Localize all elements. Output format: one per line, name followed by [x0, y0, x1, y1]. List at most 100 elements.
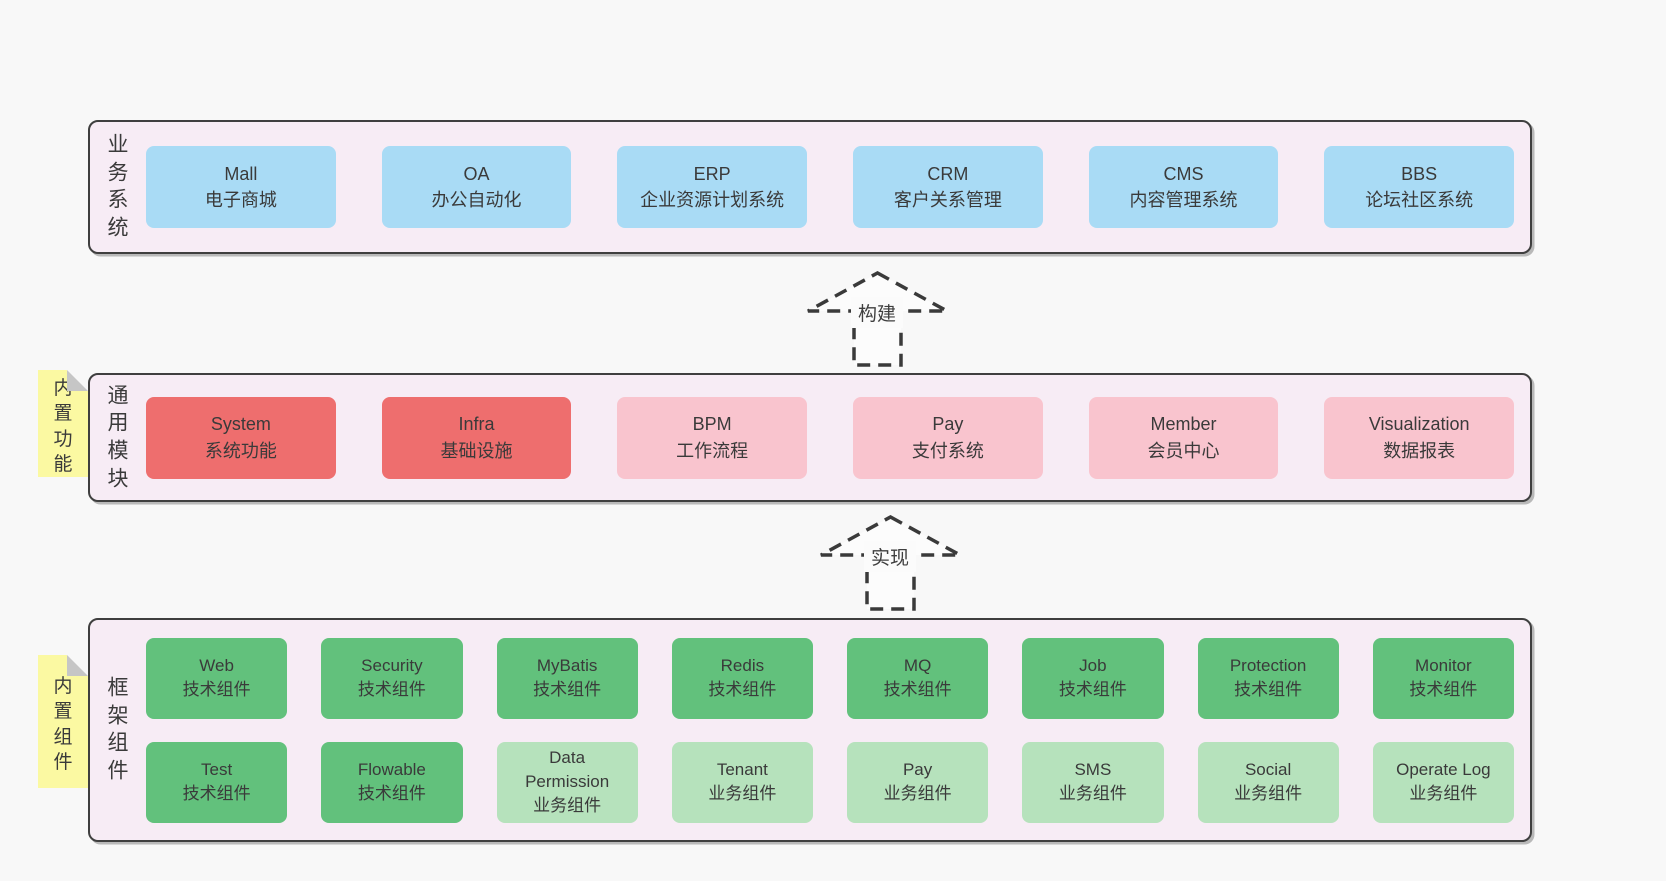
- module-desc: 支付系统: [911, 440, 984, 461]
- module-box-member: Member 会员中心: [1088, 396, 1279, 479]
- module-desc: 业务组件: [1234, 784, 1303, 803]
- module-name: MQ: [903, 656, 932, 676]
- module-name: Mall: [224, 163, 258, 184]
- module-box-mq: MQ 技术组件: [847, 637, 989, 719]
- module-box-protection: Protection 技术组件: [1197, 637, 1339, 719]
- module-desc: 会员中心: [1147, 440, 1220, 461]
- module-name: System: [210, 414, 271, 435]
- module-desc: 技术组件: [357, 784, 426, 803]
- module-desc: 工作流程: [676, 440, 749, 461]
- module-name: Visualization: [1368, 414, 1470, 435]
- module-box-sms: SMS 业务组件: [1022, 741, 1164, 823]
- module-box-redis: Redis 技术组件: [671, 637, 813, 719]
- arrow-implement-label: 实现: [864, 541, 916, 572]
- module-name: CMS: [1163, 163, 1204, 184]
- module-box-visualization: Visualization 数据报表: [1324, 396, 1515, 479]
- sticky-note-label: 内置组件: [53, 675, 73, 773]
- sticky-note-builtin-components: 内置组件: [38, 655, 88, 788]
- common-boxes-row: System 系统功能 Infra 基础设施 BPM 工作流程 Pay 支付系统 Member 会…: [146, 396, 1515, 479]
- module-name: MyBatis: [536, 656, 598, 676]
- module-box-test: Test 技术组件: [146, 741, 288, 823]
- module-box-tenant: Tenant 业务组件: [671, 741, 813, 823]
- module-name: Flowable: [357, 760, 426, 780]
- module-box-oa: OA 办公自动化: [381, 146, 572, 228]
- module-desc: 客户关系管理: [893, 190, 1002, 210]
- module-box-bbs: BBS 论坛社区系统: [1324, 146, 1515, 228]
- module-name: Pay: [902, 760, 933, 780]
- module-name: Web: [199, 656, 234, 676]
- module-name: BBS: [1401, 163, 1438, 184]
- module-desc: 办公自动化: [431, 190, 522, 210]
- module-box-social: Social 业务组件: [1197, 741, 1339, 823]
- module-desc: 电子商城: [204, 190, 277, 210]
- sticky-note-label: 内置功能: [53, 377, 73, 475]
- layer-label-framework: 框架组件: [107, 676, 129, 783]
- module-box-mall: Mall 电子商城: [146, 146, 336, 228]
- layer-common-modules: 通用模块 System 系统功能 Infra 基础设施 BPM 工作流程 Pay 支付系统 Me…: [88, 373, 1532, 502]
- module-desc: 数据报表: [1383, 440, 1456, 461]
- module-box-job: Job 技术组件: [1022, 637, 1164, 719]
- module-desc: 业务组件: [533, 795, 602, 815]
- module-name: Social: [1244, 760, 1292, 780]
- module-name: SMS: [1074, 760, 1112, 780]
- sticky-note-builtin-functions: 内置功能: [38, 370, 88, 477]
- module-desc: 技术组件: [182, 680, 251, 699]
- module-box-crm: CRM 客户关系管理: [853, 146, 1043, 228]
- module-name: Redis: [720, 656, 765, 676]
- module-desc: 技术组件: [533, 680, 602, 699]
- layer-business-systems: 业务系统 Mall 电子商城 OA 办公自动化 ERP 企业资源计划系统 CRM 客户关系管理…: [88, 120, 1532, 254]
- module-desc: 技术组件: [357, 680, 426, 699]
- module-name: OA: [463, 163, 490, 184]
- module-box-monitor: Monitor 技术组件: [1372, 637, 1514, 719]
- module-box-flowable: Flowable 技术组件: [321, 741, 463, 823]
- module-name: Infra: [458, 414, 495, 435]
- module-box-pay: Pay 支付系统: [853, 396, 1043, 479]
- business-boxes-row: Mall 电子商城 OA 办公自动化 ERP 企业资源计划系统 CRM 客户关系管理 CMS 内容…: [146, 146, 1515, 228]
- module-box-data-permission: Data Permission 业务组件: [496, 741, 638, 823]
- module-desc: 系统功能: [204, 440, 277, 461]
- layer-label-common: 通用模块: [107, 384, 129, 491]
- module-desc: 技术组件: [708, 680, 777, 699]
- module-name: Tenant: [716, 760, 768, 780]
- module-desc: 基础设施: [440, 440, 513, 461]
- module-box-pay: Pay 业务组件: [847, 741, 989, 823]
- module-box-security: Security 技术组件: [321, 637, 463, 719]
- module-desc: 技术组件: [1409, 680, 1478, 699]
- module-box-system: System 系统功能: [146, 396, 336, 479]
- module-name: Security: [361, 656, 423, 676]
- module-box-erp: ERP 企业资源计划系统: [617, 146, 808, 228]
- module-box-web: Web 技术组件: [146, 637, 288, 719]
- module-name: Data Permission: [525, 748, 610, 792]
- module-box-bpm: BPM 工作流程: [617, 396, 808, 479]
- module-name: BPM: [692, 414, 732, 435]
- module-desc: 技术组件: [1058, 680, 1127, 699]
- module-name: ERP: [693, 163, 731, 184]
- module-desc: 业务组件: [1058, 784, 1127, 803]
- module-desc: 企业资源计划系统: [640, 190, 785, 210]
- module-name: Operate Log: [1396, 760, 1491, 780]
- layer-label-business: 业务系统: [107, 133, 129, 240]
- module-name: Test: [201, 760, 233, 780]
- module-box-infra: Infra 基础设施: [381, 396, 572, 479]
- module-name: Pay: [932, 414, 964, 435]
- module-box-mybatis: MyBatis 技术组件: [496, 637, 638, 719]
- module-name: CRM: [927, 163, 969, 184]
- module-box-cms: CMS 内容管理系统: [1088, 146, 1279, 228]
- module-desc: 业务组件: [708, 784, 777, 803]
- module-desc: 业务组件: [883, 784, 952, 803]
- module-desc: 内容管理系统: [1129, 190, 1238, 210]
- module-name: Member: [1150, 414, 1217, 435]
- module-desc: 技术组件: [883, 680, 952, 699]
- arrow-build-label: 构建: [851, 297, 903, 328]
- module-name: Monitor: [1415, 656, 1472, 676]
- module-name: Protection: [1229, 656, 1307, 676]
- module-desc: 论坛社区系统: [1365, 190, 1474, 210]
- module-name: Job: [1079, 656, 1107, 676]
- module-desc: 技术组件: [182, 784, 251, 803]
- module-desc: 技术组件: [1234, 680, 1303, 699]
